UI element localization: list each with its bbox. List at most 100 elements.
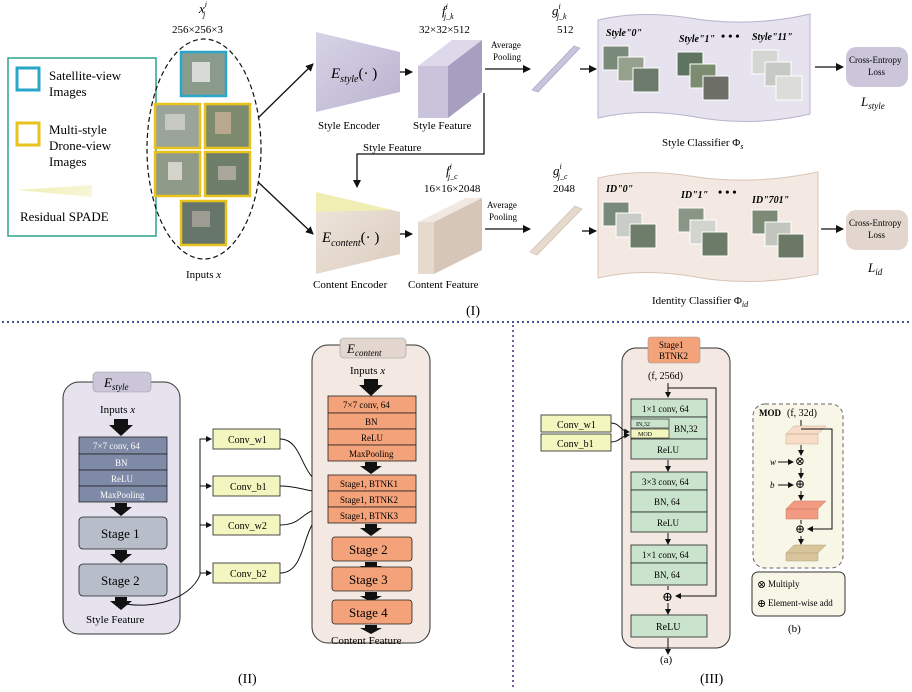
style-loss-box bbox=[846, 47, 908, 87]
btnk-relu-final bbox=[630, 614, 708, 638]
id-loss-box bbox=[846, 210, 908, 250]
content-arrow-6 bbox=[360, 625, 382, 634]
style-arrow-3 bbox=[110, 550, 132, 563]
btnk-bn32-label: BN,32 bbox=[674, 424, 698, 434]
btnk-add-icon: ⊕ bbox=[662, 589, 673, 604]
content-stage-4-label: Stage 4 bbox=[349, 605, 388, 620]
style-class-11: Style"11" bbox=[752, 32, 793, 43]
style-output-label: Style Feature bbox=[86, 614, 144, 626]
style-encoder-arrow bbox=[109, 419, 133, 436]
style-encoder-function: Estyle(· ) bbox=[330, 66, 377, 85]
content-encoder-function: Econtent(· ) bbox=[321, 230, 379, 249]
content-layer-conv-label: 7×7 conv, 64 bbox=[343, 400, 390, 410]
content-encoder-spade bbox=[316, 192, 392, 212]
content-encoder-arrow bbox=[359, 379, 383, 396]
mod-w-label: w bbox=[770, 457, 776, 467]
btnk-header bbox=[647, 336, 701, 364]
drone-image bbox=[203, 102, 252, 150]
drone-legend-label-3: Images bbox=[49, 154, 87, 169]
drone-image bbox=[203, 150, 252, 198]
id-class-thumbnails bbox=[602, 201, 805, 259]
mod-title: MOD bbox=[759, 408, 781, 418]
part-three: Stage1 BTNK2 (f, 256d) 1×1 conv, 64 IN,3… bbox=[540, 336, 846, 687]
content-arrow-2 bbox=[360, 462, 382, 474]
residual-skip bbox=[668, 387, 717, 599]
btnk2-label: Stage1, BTNK2 bbox=[340, 495, 398, 505]
btnk3-label: Stage1, BTNK3 bbox=[340, 511, 398, 521]
content-layer-relu-label: ReLU bbox=[361, 433, 383, 443]
mod-block-3 bbox=[785, 544, 827, 562]
content-stage-4 bbox=[331, 599, 413, 625]
id-classifier-label: Identity Classifier Φid bbox=[652, 295, 749, 309]
style-class-1: Style"1" bbox=[679, 34, 715, 45]
mod-b-label: b bbox=[770, 480, 775, 490]
style-layer-bn-label: BN bbox=[115, 458, 128, 468]
style-classifier-label: Style Classifier Φs bbox=[662, 137, 743, 151]
content-stage-3 bbox=[331, 566, 413, 592]
content-layer-bn-label: BN bbox=[365, 417, 378, 427]
btnk-relu-2-label: ReLU bbox=[657, 518, 679, 528]
legend-box bbox=[7, 57, 157, 237]
drone-image-building bbox=[168, 162, 182, 180]
btnk-header-line1: Stage1 bbox=[659, 340, 684, 350]
style-feature-block bbox=[418, 40, 482, 118]
part-one-caption: (I) bbox=[466, 304, 480, 319]
style-encoder bbox=[316, 32, 400, 112]
mod-panel bbox=[752, 403, 844, 569]
mod-multiply-icon: ⊗ bbox=[795, 454, 805, 468]
style-to-conv-connection bbox=[120, 436, 212, 606]
style-encoder-title: Estyle bbox=[103, 375, 128, 392]
drone-legend-swatch bbox=[15, 121, 41, 147]
style-class-ellipsis: • • • bbox=[721, 29, 740, 43]
btnk-relu-1-label: ReLU bbox=[657, 445, 679, 455]
drone-image-building bbox=[165, 114, 185, 130]
satellite-legend-label-2: Images bbox=[49, 84, 87, 99]
satellite-legend-swatch bbox=[15, 66, 41, 92]
btnk-header-line2: BTNK2 bbox=[659, 351, 688, 361]
satellite-image bbox=[179, 50, 228, 98]
style-feature-link-label: Style Feature bbox=[363, 142, 421, 154]
btnk3 bbox=[327, 506, 417, 524]
style-class-thumbnails bbox=[602, 45, 803, 101]
style-vector bbox=[531, 45, 581, 93]
content-stage-2 bbox=[331, 536, 413, 562]
btnk-relu-2 bbox=[630, 511, 708, 533]
drone-legend-label-1: Multi-style bbox=[49, 122, 107, 137]
style-layer-pool bbox=[78, 485, 168, 503]
btnk-in-box bbox=[630, 418, 670, 429]
id-loss-label-2: Loss bbox=[868, 230, 886, 240]
btnk1-label: Stage1, BTNK1 bbox=[340, 479, 398, 489]
btnk-relu-1 bbox=[630, 438, 708, 460]
content-feature-label: Content Feature bbox=[408, 279, 479, 291]
mod-dims: (f, 32d) bbox=[787, 408, 817, 419]
mod-skip bbox=[801, 428, 833, 532]
content-feature-dims: 16×16×2048 bbox=[424, 183, 481, 195]
btnk-relu-final-label: ReLU bbox=[656, 622, 681, 633]
content-layer-pool-label: MaxPooling bbox=[349, 449, 394, 459]
content-pooling-label-2: Pooling bbox=[489, 212, 518, 222]
arrow-to-content-encoder bbox=[257, 181, 314, 235]
style-feature-link bbox=[353, 93, 485, 188]
style-layer-relu-label: ReLU bbox=[111, 474, 133, 484]
btnk-bn64-label: BN, 64 bbox=[654, 497, 681, 507]
sub-caption-b: (b) bbox=[788, 623, 801, 635]
content-stage-3-label: Stage 3 bbox=[349, 572, 388, 587]
style-feature-dims: 32×32×512 bbox=[419, 24, 470, 36]
id-class-1: ID"1" bbox=[680, 190, 708, 201]
add-legend-icon: ⊕ bbox=[757, 598, 766, 610]
multiply-legend-label: Multiply bbox=[768, 579, 800, 589]
style-loss-label-2: Loss bbox=[868, 67, 886, 77]
content-encoder-title: Econtent bbox=[346, 341, 382, 358]
style-stage-1 bbox=[78, 516, 168, 550]
style-loss-label-1: Cross-Entropy bbox=[849, 55, 902, 65]
id-loss-label-1: Cross-Entropy bbox=[849, 218, 902, 228]
add-legend-label: Element-wise add bbox=[768, 598, 833, 608]
btnk-bn64b bbox=[630, 562, 708, 586]
inputs-ellipse bbox=[146, 38, 262, 260]
